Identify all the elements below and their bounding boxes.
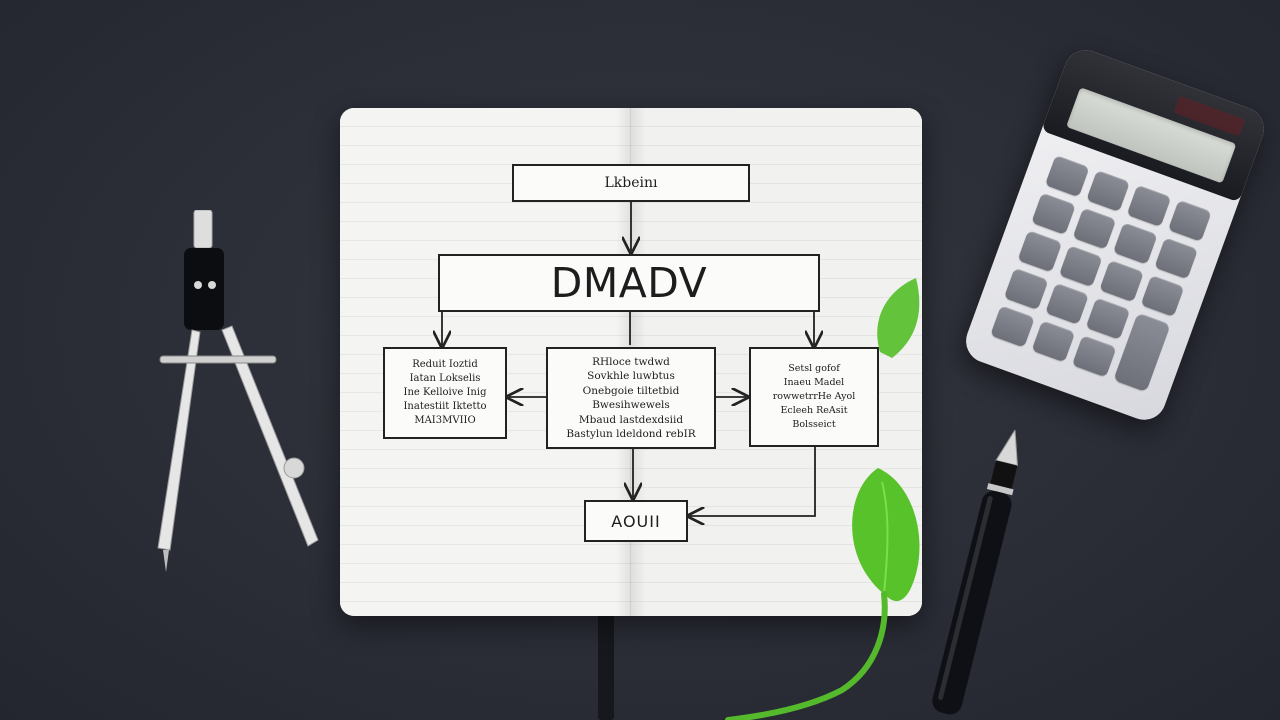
flowchart-top-box: Lkbeinı (512, 164, 750, 202)
calculator-key (1072, 207, 1117, 250)
calculator-key (1085, 169, 1131, 213)
right-box-line: Ecleeh ReAsit (780, 405, 848, 416)
flowchart-main-box: DMADV (438, 254, 820, 312)
pen-grip (990, 460, 1018, 489)
compass-screw (208, 281, 216, 289)
left-box-line: MAI3MVIIO (414, 415, 476, 426)
flowchart-top-label: Lkbeinı (604, 175, 658, 191)
calculator-key (1017, 230, 1062, 273)
right-box-line: Setsl gofof (788, 363, 840, 374)
leaf-lower (852, 468, 920, 602)
center-box-line: Bastylun ldeldond rebIR (566, 428, 696, 440)
center-box-line: Mbaud lastdexdsiid (578, 413, 684, 426)
calculator-key (1003, 267, 1049, 310)
compass-needle (163, 550, 169, 572)
compass-head (184, 248, 224, 330)
calculator-key (1112, 222, 1158, 265)
flowchart-bottom-box: AOUII (584, 500, 688, 542)
right-box-line: rowwetrrHe Ayol (772, 391, 856, 402)
calculator-key (990, 305, 1035, 348)
left-box-line: Inatestiit Iktetto (403, 401, 487, 412)
calculator-key (1058, 244, 1103, 288)
calculator-key (1044, 154, 1090, 198)
connector-right-to-bottom (690, 447, 816, 516)
leaf-upper (877, 278, 920, 358)
calculator-key (1099, 259, 1144, 303)
center-box-line: Bwesihwewels (592, 399, 670, 411)
calculator-key (1126, 184, 1171, 227)
compass-right-leg (221, 325, 319, 547)
leaf-vein (881, 481, 889, 595)
center-box-line: Onebgoie tiltetbid (582, 384, 680, 397)
pen-nib (995, 428, 1018, 467)
left-box-line: Reduit Ioztid (412, 359, 478, 370)
center-box-line: RHloce twdwd (592, 355, 670, 368)
left-box-line: Ine Kelloive Inig (403, 387, 487, 398)
fountain-pen (932, 428, 1018, 715)
calculator-key (1140, 274, 1185, 317)
compass-left-leg (157, 329, 201, 551)
flowchart-main-label: DMADV (550, 259, 708, 307)
pen-barrel (932, 491, 1012, 715)
green-plant (725, 278, 920, 720)
calculator-key (1031, 320, 1076, 363)
left-box-line: Iatan Lokselis (409, 373, 481, 384)
right-box-line: Bolsseict (792, 419, 836, 430)
flowchart-right-box: Setsl gofof Inaeu Madel rowwetrrHe Ayol … (749, 347, 879, 447)
pen-highlight (938, 496, 993, 700)
center-box-line: Sovkhle luwbtus (587, 370, 675, 382)
flowchart-center-box: RHloce twdwd Sovkhle luwbtus Onebgoie ti… (546, 347, 716, 449)
flowchart-left-box: Reduit Ioztid Iatan Lokselis Ine Kelloiv… (383, 347, 507, 439)
compass-handle (193, 210, 213, 249)
compass-screw (194, 281, 202, 289)
pen-ring (986, 483, 1014, 496)
calculator-key (1031, 192, 1076, 235)
flowchart-bottom-label: AOUII (611, 511, 661, 531)
calculator-keypad (990, 154, 1212, 393)
calculator-key (1085, 297, 1130, 340)
drafting-compass (157, 210, 319, 572)
bookmark-ribbon (598, 614, 614, 720)
calculator-key (1044, 282, 1090, 325)
plant-stem (725, 591, 888, 720)
calculator-key (1071, 335, 1117, 378)
right-box-line: Inaeu Madel (783, 377, 845, 388)
calculator-key (1167, 199, 1212, 242)
compass-crossbar (159, 355, 277, 364)
calculator-key (1153, 237, 1199, 280)
compass-knob (283, 457, 305, 479)
